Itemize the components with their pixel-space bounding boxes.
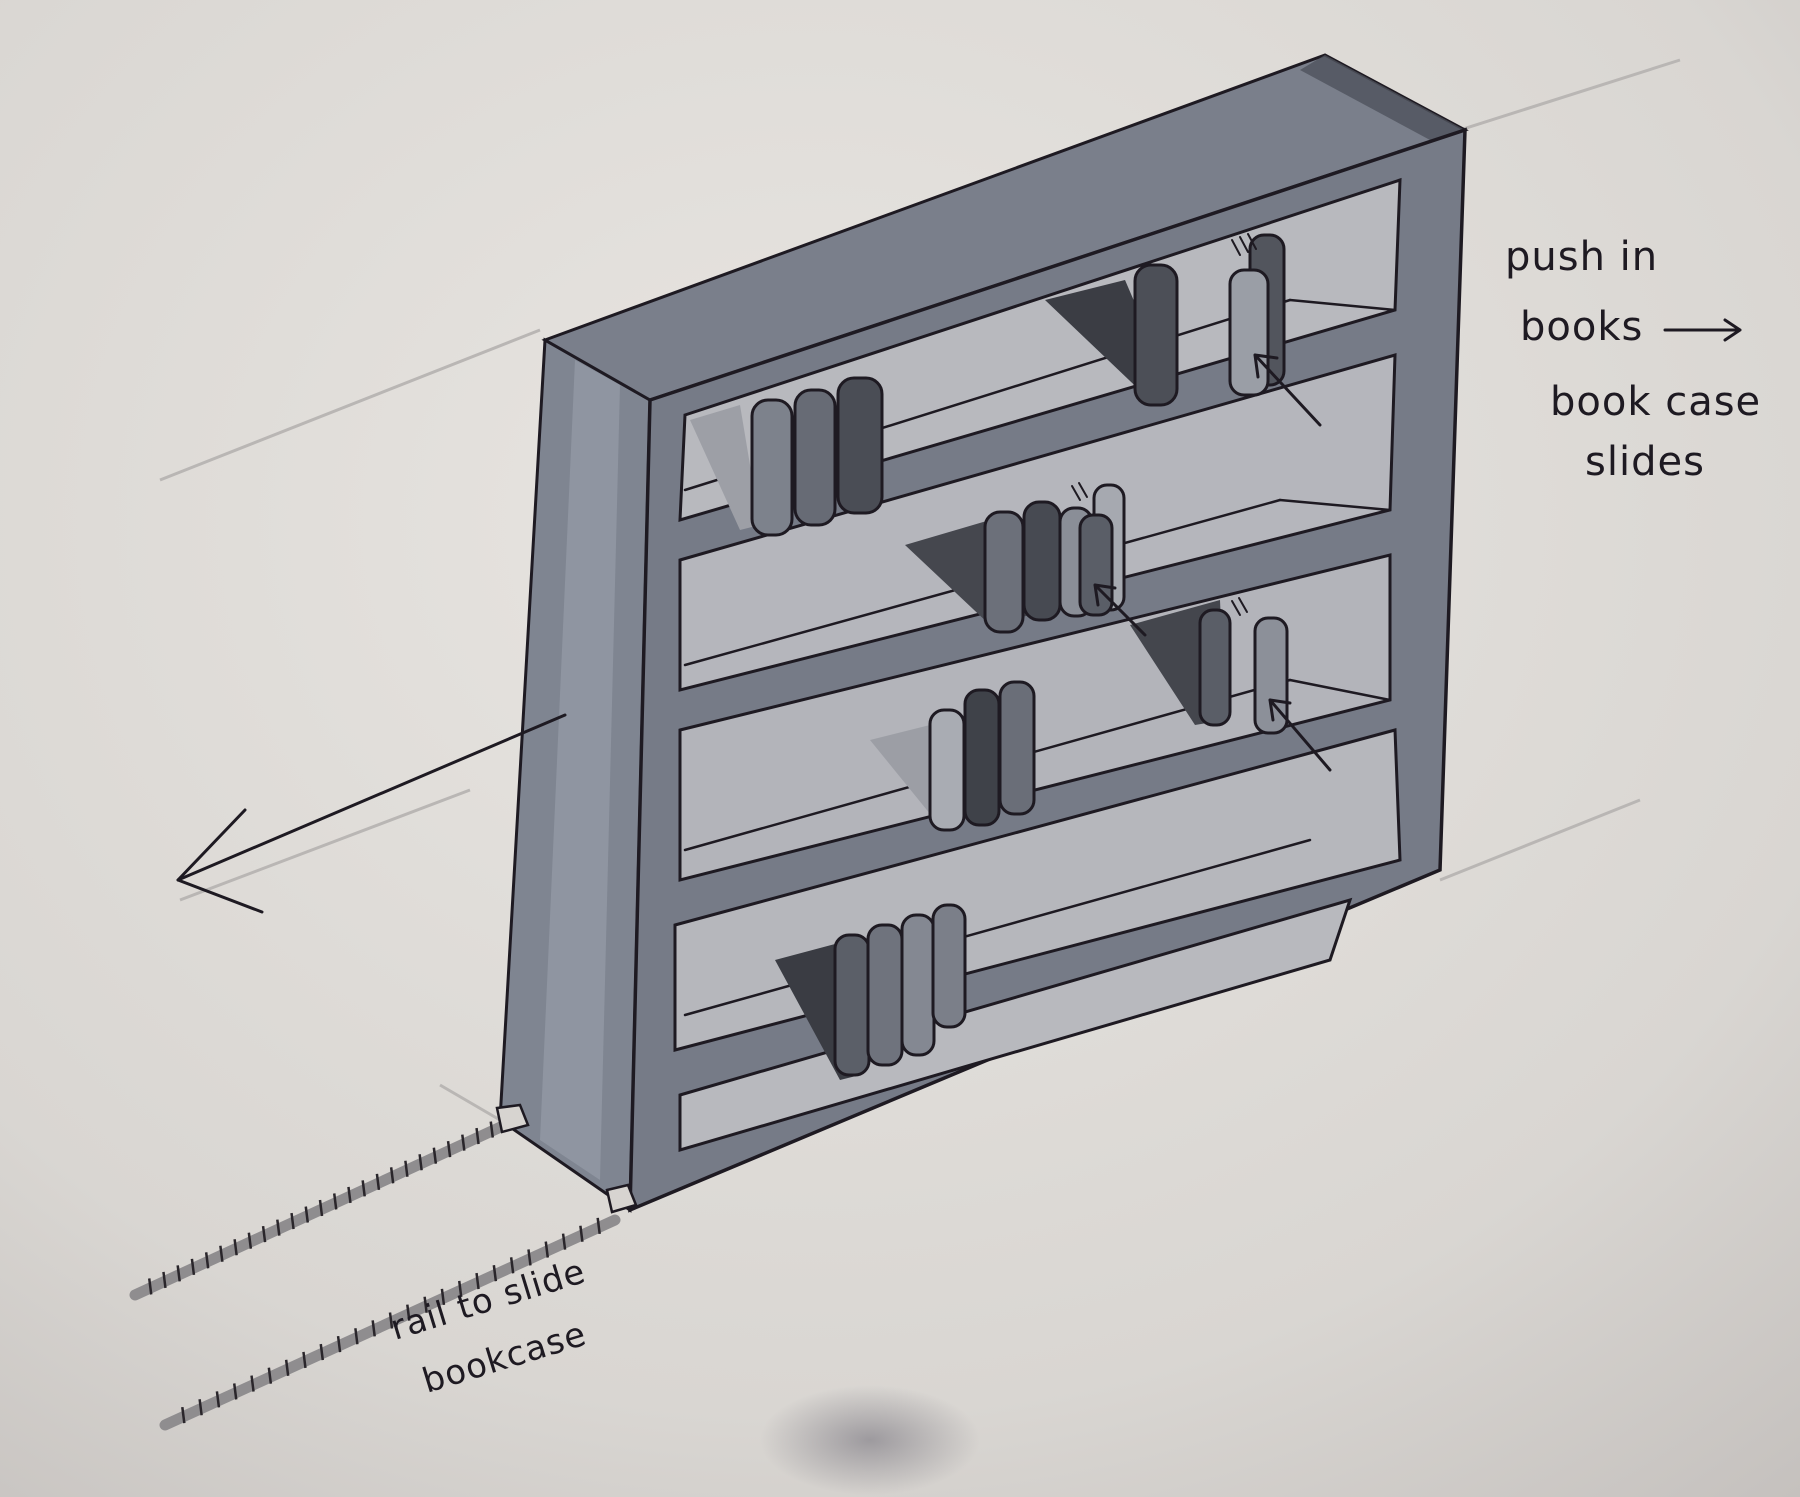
label-books: books [1520, 304, 1643, 350]
books-shelf-1-left [752, 378, 882, 535]
label-push-in: push in [1505, 234, 1658, 280]
paper-smudge [760, 1385, 980, 1495]
book [868, 925, 902, 1065]
book [1024, 502, 1060, 620]
book [1135, 265, 1177, 405]
book [930, 710, 964, 830]
book [1000, 682, 1034, 814]
book [838, 378, 882, 513]
book [985, 512, 1023, 632]
push-book-1[interactable] [1230, 270, 1268, 395]
book [835, 935, 869, 1075]
book [795, 390, 835, 525]
book [965, 690, 999, 825]
label-slides: slides [1585, 439, 1705, 485]
label-book-case: book case [1550, 379, 1761, 425]
book [902, 915, 934, 1055]
book [752, 400, 792, 535]
book [933, 905, 965, 1027]
book [1200, 610, 1230, 725]
